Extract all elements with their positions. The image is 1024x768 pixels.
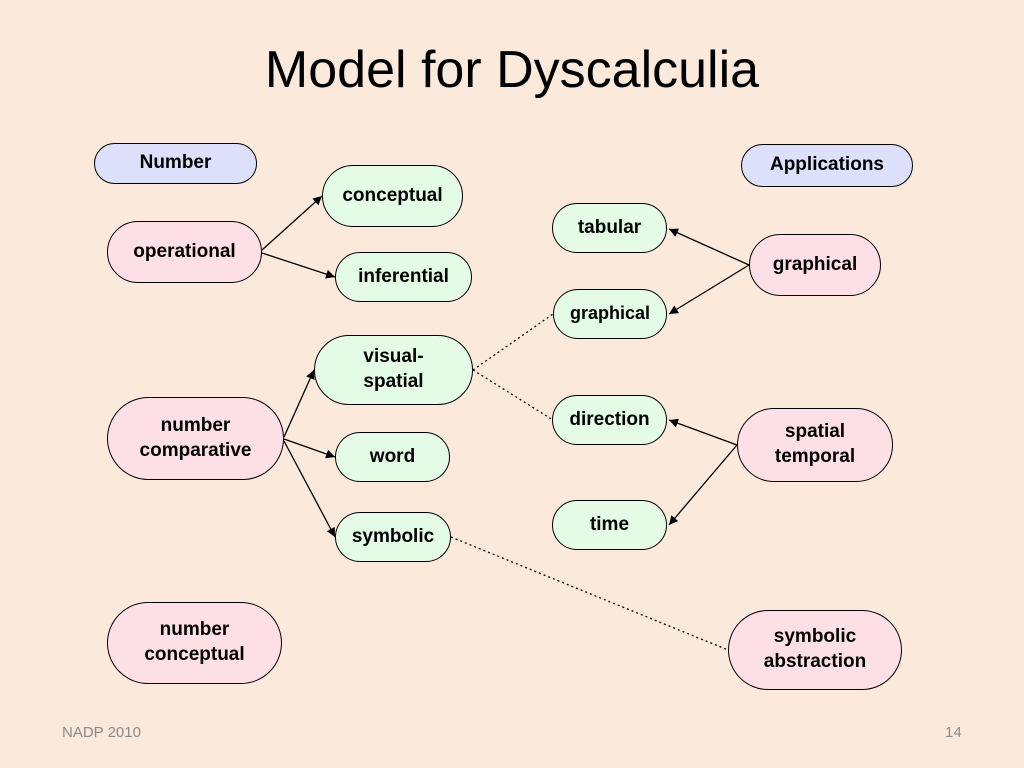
operational-node: operational bbox=[107, 221, 262, 283]
edge-spatial-direction bbox=[668, 418, 738, 446]
footer-left: NADP 2010 bbox=[62, 724, 141, 741]
inferential-node: inferential bbox=[335, 252, 472, 302]
direction-node: direction bbox=[552, 395, 667, 445]
number-conceptual-node: number conceptual bbox=[107, 602, 282, 684]
edge-spatial-time bbox=[668, 444, 738, 526]
conceptual-node: conceptual bbox=[322, 165, 463, 227]
edge-operational-conceptual bbox=[261, 195, 323, 251]
spatial-temporal-node: spatial temporal bbox=[737, 408, 893, 482]
slide-title: Model for Dyscalculia bbox=[264, 41, 760, 99]
time-node: time bbox=[552, 500, 667, 550]
word-node: word bbox=[335, 432, 450, 482]
number-header: Number bbox=[94, 143, 257, 184]
edge-operational-inferential bbox=[261, 252, 336, 279]
tabular-node: tabular bbox=[552, 203, 667, 253]
graphical-node-left: graphical bbox=[553, 289, 667, 339]
slide-number: 14 bbox=[945, 724, 962, 741]
edge-visual-direction-dotted bbox=[472, 369, 554, 421]
edge-visual-graphical-dotted bbox=[472, 313, 554, 371]
graphical-node-right: graphical bbox=[749, 234, 881, 296]
edge-graphical-tabular bbox=[668, 228, 750, 266]
edge-graphical-graphical bbox=[668, 264, 750, 315]
applications-header: Applications bbox=[741, 144, 913, 187]
edge-comparative-symbolic bbox=[283, 440, 336, 538]
visual-spatial-node: visual- spatial bbox=[314, 335, 473, 405]
edge-symbolic-abstraction-dotted bbox=[450, 536, 729, 651]
edge-comparative-visual-spatial bbox=[283, 369, 315, 438]
edge-comparative-word bbox=[283, 438, 336, 459]
symbolic-node: symbolic bbox=[335, 512, 451, 562]
number-comparative-node: number comparative bbox=[107, 397, 284, 480]
symbolic-abstraction-node: symbolic abstraction bbox=[728, 610, 902, 690]
